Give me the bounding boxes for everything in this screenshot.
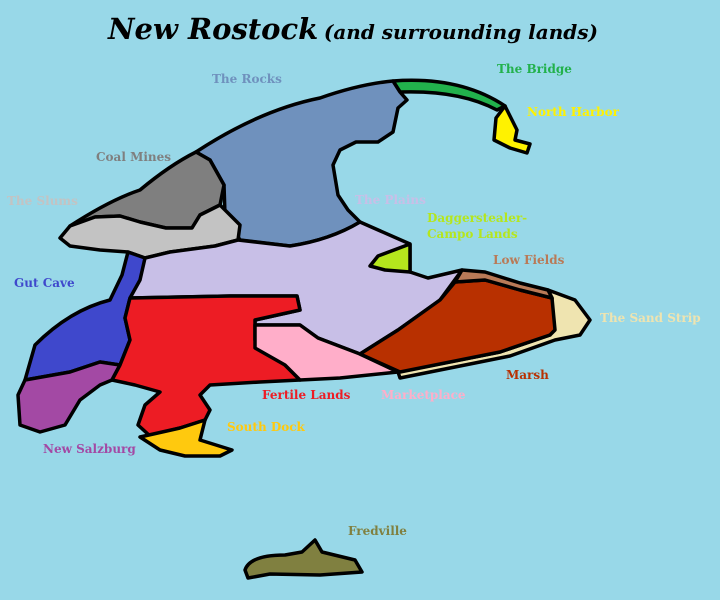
label-fertile-lands: Fertile Lands — [262, 388, 351, 402]
label-daggerstealer-line2: Campo Lands — [427, 227, 518, 241]
label-marketplace: Marketplace — [381, 388, 466, 402]
label-daggerstealer-line1: Daggerstealer- — [427, 211, 528, 225]
map-title: New Rostock (and surrounding lands) — [108, 12, 598, 46]
region-fredville[interactable] — [243, 538, 364, 580]
label-the-plains: The Plains — [355, 193, 426, 207]
label-north-harbor: North Harbor — [527, 105, 619, 119]
region-south-dock[interactable] — [138, 418, 234, 458]
region-low-fields[interactable] — [453, 268, 554, 300]
label-gut-cave: Gut Cave — [14, 276, 75, 290]
label-marsh: Marsh — [506, 368, 549, 382]
title-main: New Rostock — [108, 12, 319, 46]
region-new-salzburg[interactable] — [16, 360, 122, 434]
label-new-salzburg: New Salzburg — [43, 442, 136, 456]
region-marketplace[interactable] — [253, 323, 400, 382]
label-the-bridge: The Bridge — [497, 62, 572, 76]
label-low-fields: Low Fields — [493, 253, 565, 267]
region-fertile-lands[interactable] — [110, 294, 302, 438]
label-coal-mines: Coal Mines — [96, 150, 172, 164]
title-sub: (and surrounding lands) — [323, 20, 598, 44]
label-the-sand-strip: The Sand Strip — [600, 311, 701, 325]
label-fredville: Fredville — [348, 524, 407, 538]
region-the-slums[interactable] — [58, 203, 242, 260]
label-the-slums: The Slums — [7, 194, 78, 208]
label-south-dock: South Dock — [227, 420, 305, 434]
region-north-harbor[interactable] — [492, 104, 532, 155]
label-the-rocks: The Rocks — [212, 72, 282, 86]
region-the-bridge[interactable] — [391, 78, 507, 112]
region-daggerstealer-campo-lands[interactable] — [368, 242, 412, 274]
